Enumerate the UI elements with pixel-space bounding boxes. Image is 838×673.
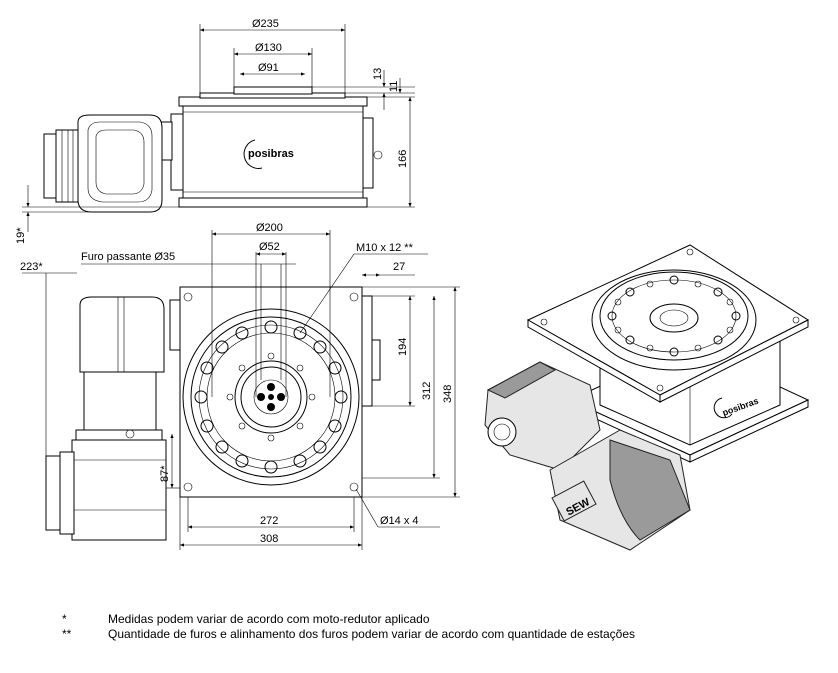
dim-d130: Ø130	[255, 42, 282, 54]
dim-h11: 11	[388, 81, 400, 92]
technical-drawing: posibras Ø235 Ø130 Ø91 13 11 166	[15, 18, 810, 551]
dim-h194: 194	[397, 338, 409, 356]
dim-w308: 308	[260, 533, 278, 545]
side-view-dimensions: Ø235 Ø130 Ø91 13 11 166 19*	[15, 18, 415, 244]
side-view: posibras	[43, 86, 383, 213]
footnote-1-mark: *	[62, 612, 67, 626]
dim-h312: 312	[421, 382, 433, 400]
dim-w223: 223*	[20, 261, 43, 273]
footnote-2-mark: **	[62, 627, 72, 641]
footnote-1-text: Medidas podem variar de acordo com moto-…	[108, 612, 430, 626]
dim-h166: 166	[397, 150, 409, 168]
footnote-2-text: Quantidade de furos e alinhamento dos fu…	[108, 627, 636, 641]
dim-d200: Ø200	[256, 222, 283, 234]
dim-d91: Ø91	[258, 62, 279, 74]
dim-h13: 13	[372, 68, 384, 80]
iso-holes	[607, 275, 741, 357]
footnote-2: ** Quantidade de furos e alinhamento dos…	[62, 627, 822, 642]
posibras-logo-top: posibras	[243, 139, 294, 169]
dim-h87: 87*	[159, 465, 171, 482]
plan-view-dimensions: Ø200 Ø52 Furo passante Ø35 M10 x 12 ** 2…	[20, 222, 460, 550]
footnotes: * Medidas podem variar de acordo com mot…	[62, 612, 822, 642]
dim-d52: Ø52	[259, 241, 280, 253]
dim-w27: 27	[393, 261, 405, 273]
footnote-1: * Medidas podem variar de acordo com mot…	[62, 612, 822, 627]
dim-w272: 272	[260, 515, 278, 527]
hole-pattern	[194, 320, 348, 474]
plan-view	[45, 286, 381, 541]
dim-d235: Ø235	[252, 18, 279, 30]
dim-h348: 348	[442, 385, 454, 403]
dim-thread: M10 x 12 **	[356, 242, 414, 254]
dim-through-hole: Furo passante Ø35	[81, 251, 175, 263]
dim-h19: 19*	[15, 227, 27, 244]
dim-holes: Ø14 x 4	[380, 515, 419, 527]
logo-text-top: posibras	[248, 148, 294, 160]
isometric-view: posibras SEW	[484, 244, 810, 551]
